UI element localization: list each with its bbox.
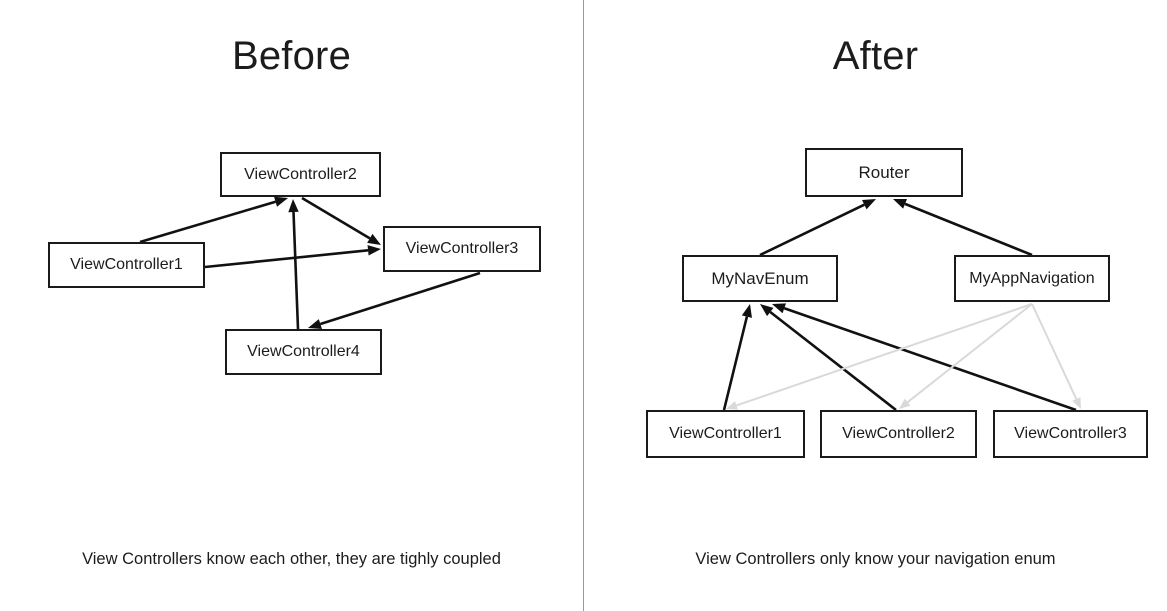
edge-appnav-to-rvc1 <box>736 303 1033 407</box>
node-vc3[interactable]: ViewController3 <box>383 226 541 272</box>
edge-vc4-to-vc2 <box>292 211 300 330</box>
arrowhead-vc1-to-vc3 <box>367 245 381 256</box>
edge-rvc1-to-navenum <box>722 316 749 411</box>
caption-after: View Controllers only know your navigati… <box>695 550 1056 568</box>
arrowhead-vc1-to-vc2 <box>274 196 288 207</box>
node-navenum[interactable]: MyNavEnum <box>682 255 838 302</box>
arrowhead-vc2-to-vc3 <box>367 233 381 245</box>
diagram-canvas-before <box>139 196 481 330</box>
arrowhead-rvc3-to-navenum <box>772 303 786 314</box>
panel-divider <box>583 0 584 611</box>
edge-rvc2-to-navenum <box>769 310 897 412</box>
edge-vc2-to-vc3 <box>301 196 371 240</box>
arrowhead-appnav-to-rvc3 <box>1072 397 1081 409</box>
node-vc4[interactable]: ViewController4 <box>225 329 382 375</box>
arrowhead-navenum-to-router <box>862 199 876 210</box>
arrowhead-appnav-to-rvc2 <box>899 398 911 409</box>
page-title-after: After <box>832 34 919 78</box>
node-appnav[interactable]: MyAppNavigation <box>954 255 1110 302</box>
edge-navenum-to-router <box>759 203 865 257</box>
edge-appnav-to-router <box>904 202 1033 257</box>
arrowhead-vc3-to-vc4 <box>308 319 322 329</box>
edge-vc3-to-vc4 <box>319 271 481 326</box>
node-router[interactable]: Router <box>805 148 963 197</box>
arrowhead-appnav-to-router <box>893 199 908 209</box>
node-rvc1[interactable]: ViewController1 <box>646 410 805 458</box>
node-rvc3[interactable]: ViewController3 <box>993 410 1148 458</box>
arrowhead-appnav-to-rvc1 <box>726 401 738 410</box>
node-rvc2[interactable]: ViewController2 <box>820 410 977 458</box>
edge-appnav-to-rvc3 <box>1031 303 1078 400</box>
edge-vc1-to-vc3 <box>204 249 369 269</box>
edge-vc1-to-vc2 <box>139 200 276 244</box>
diagram-canvas-after <box>722 199 1081 412</box>
edge-appnav-to-rvc2 <box>907 303 1033 403</box>
node-vc2[interactable]: ViewController2 <box>220 152 381 197</box>
arrowhead-vc4-to-vc2 <box>288 199 299 213</box>
edge-rvc3-to-navenum <box>783 307 1077 412</box>
caption-before: View Controllers know each other, they a… <box>82 550 501 568</box>
arrowhead-rvc1-to-navenum <box>741 304 752 318</box>
node-vc1[interactable]: ViewController1 <box>48 242 205 288</box>
arrowhead-rvc2-to-navenum <box>760 304 774 317</box>
page-title-before: Before <box>231 34 352 78</box>
